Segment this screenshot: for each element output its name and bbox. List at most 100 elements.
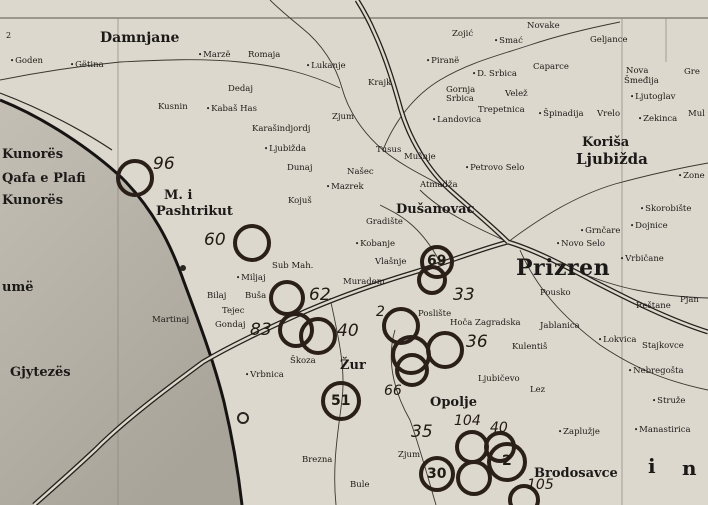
place-label-prizren: Prizren [516,255,611,281]
annotation-circle [417,265,447,295]
place-label-nova: Nova [626,66,649,76]
place-label-lokvica: Lokvica [598,336,636,345]
annotation-circle [116,159,154,197]
annotation-number: 35 [411,422,433,442]
place-label-manastirica: Manastirica [634,426,690,435]
annotation-number: 40 [490,420,508,436]
place-label-brezna: Brezna [302,455,333,465]
place-label-vlasnje: Vlašnje [375,257,407,267]
place-label-gradiste: Gradište [366,217,403,227]
place-label-gjytezes: Gjytezës [10,365,71,380]
place-label-vrbnica: Vrbnica [245,371,284,380]
annotation-number: 33 [453,285,475,305]
annotation-circle [508,484,540,505]
annotation-circle [455,430,489,464]
place-label-petrovo-selo: Petrovo Selo [465,164,524,173]
place-label-martinaj: Martinaj [152,315,190,325]
place-label-jablanica: Jablanica [540,321,580,331]
place-label-caparce: Caparce [533,62,569,72]
place-label-zapluzje: Zaplužje [558,428,600,437]
place-label-goden: Goden [10,57,43,66]
place-label-skorobiste: Skorobište [640,205,691,214]
place-label-muradem: Muradem [343,277,385,287]
place-label-tejec: Tejec [222,306,245,316]
shaded-territory [0,100,242,505]
annotation-number: 66 [384,383,402,399]
place-label-busa: Buša [245,291,267,301]
place-label-velez: Velež [505,89,528,99]
place-label-kobanje: Kobanje [355,240,395,249]
annotation-number: 96 [153,154,175,174]
annotation-circle [426,331,464,369]
place-label-zone: Zone [678,172,705,181]
place-label-zjum-south: Zjum [398,450,421,460]
place-label-musnje: Mušnje [404,152,436,162]
main-road-west-fill [33,240,708,505]
place-label-spinadija: Špinadija [538,110,583,119]
place-label-marze: Marzë [198,51,230,60]
place-label-dusanovac: Dušanovac [396,202,475,217]
annotation-number: 2 [502,453,512,469]
annotation-number: 105 [527,477,554,493]
place-label-kabas-has: Kabaš Has [206,105,257,114]
place-label-smac: Smać [494,37,523,46]
region-letter-i: i [648,454,656,478]
place-label-zekinca: Zekinca [638,115,677,124]
place-label-m-i: M. i [164,188,193,203]
place-label-bilaj: Bilaj [207,291,227,301]
place-label-nasec: Našec [347,167,374,177]
annotation-number: 36 [466,332,488,352]
place-label-korisa: Koriša [582,135,630,150]
place-label-vrbicane: Vrbičane [620,255,664,264]
annotation-number: 40 [337,321,359,341]
place-label-posliste: Poslište [418,309,452,319]
state-border [0,98,244,505]
road-line [0,59,341,89]
place-label-trepetnica: Trepetnica [478,105,525,115]
road-line [329,297,344,505]
annotation-number: 51 [331,393,351,409]
annotation-number: 62 [309,285,331,305]
annotation-number: 60 [204,230,226,250]
place-label-novake: Novake [527,21,560,31]
place-label-kusnin: Kusnin [158,102,188,112]
place-label-karasindjordj: Karašindjordj [252,124,311,134]
place-label-pousko: Pousko [540,288,571,298]
place-label-ljubizda-has: Ljubižda [264,145,306,154]
road-line [382,21,621,151]
place-label-d-srbica: D. Srbica [472,70,517,79]
place-label-stajkovce: Stajkovce [642,341,684,351]
place-label-struze: Struže [652,397,685,406]
place-label-ljubizda: Ljubižda [576,150,648,168]
place-label-gornja: Gornja [446,85,476,95]
place-label-ljutoglav: Ljutoglav [630,93,675,102]
annotation-number: 104 [454,413,481,429]
place-label-dedaj: Dedaj [228,84,253,94]
place-label-restane: Reštane [636,301,671,311]
place-label-vrelo: Vrelo [597,109,621,119]
place-label-grncare: Grnčare [580,227,620,236]
place-label-kunores-2: Kunorës [2,193,64,208]
place-label-brodosavce: Brodosavce [534,466,618,481]
place-label-kulentis: Kulentiš [512,342,548,352]
place-label-nebregosta: Nebregošta [628,367,683,376]
place-label-getina: Gëtina [70,61,104,70]
annotation-number: 83 [250,320,272,340]
place-label-qafa-e-plafi: Qafa e Plafi [2,171,86,186]
road-line [519,249,708,391]
place-label-skoza: Škoza [290,356,316,366]
place-label-opolje: Opolje [430,395,477,410]
place-label-pashtrikut: Pashtrikut [156,204,233,219]
annotation-circle [419,456,455,492]
place-label-landovica: Landovica [432,116,481,125]
place-label-kojus: Kojuš [288,196,312,206]
place-label-novo-selo: Novo Selo [556,240,605,249]
annotation-circle [233,224,271,262]
place-label-dunaj: Dunaj [287,163,313,173]
point-symbol [180,265,186,271]
annotation-circle [299,317,337,355]
border-secondary-line [0,92,113,151]
river-line [269,0,451,191]
place-label-sub-mah: Sub Mah. [272,261,314,271]
